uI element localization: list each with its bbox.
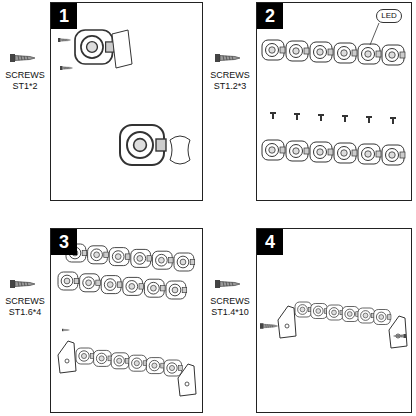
part-name: SCREWS: [200, 71, 260, 80]
part-name: SCREWS: [0, 297, 55, 306]
step-panel: [51, 229, 203, 413]
screw-spec: ST1.6*4: [0, 308, 55, 317]
screw-spec: ST1.2*3: [200, 82, 260, 91]
label-text: LED: [381, 12, 397, 20]
step-number: 3: [51, 229, 77, 255]
housing-assembly: [58, 244, 196, 396]
label-text: 4: [265, 233, 275, 251]
label-text: 2: [265, 7, 275, 25]
step-panel: [51, 3, 203, 201]
part-name: SCREWS: [0, 71, 55, 80]
screw-icon: [215, 54, 240, 62]
step-panel: [257, 229, 412, 413]
housing-rows: [262, 40, 405, 165]
screw-spec: ST1*2: [0, 82, 55, 91]
screw-icon: [10, 280, 35, 288]
callout-box: LED: [376, 9, 402, 23]
step-number: 1: [51, 3, 77, 29]
screw-icon: [215, 280, 240, 288]
step-panel: [257, 3, 412, 201]
exploded-housing: [58, 30, 190, 165]
leader-line: [370, 23, 379, 45]
part-name: SCREWS: [200, 297, 260, 306]
step-number: 4: [257, 229, 283, 255]
label-text: 1: [59, 7, 69, 25]
label-text: 3: [59, 233, 69, 251]
screw-spec: ST1.4*10: [200, 308, 260, 317]
screw-icon: [10, 54, 35, 62]
step-number: 2: [257, 3, 283, 29]
assembled-light-bar: [260, 302, 407, 348]
